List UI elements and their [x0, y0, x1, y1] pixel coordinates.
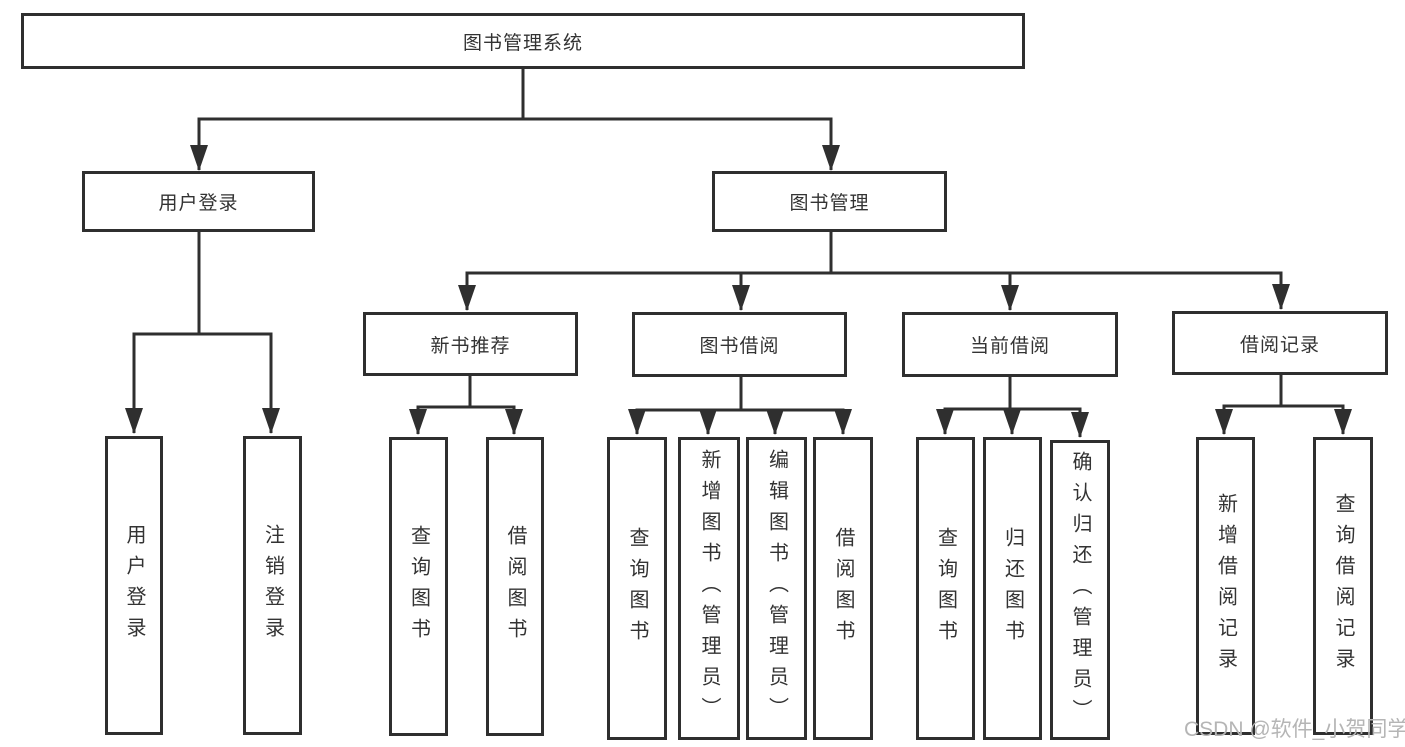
node-book-management: 图书管理 — [712, 171, 947, 232]
leaf-return-books: 归还图书 — [983, 437, 1042, 740]
node-label: 新书推荐 — [430, 335, 511, 357]
node-label: 图书管理 — [789, 193, 870, 214]
leaf-label: 编辑图书（管理员） — [765, 449, 788, 728]
leaf-query-borrow-record: 查询借阅记录 — [1313, 437, 1373, 735]
csdn-watermark: CSDN @软件_小贺同学 — [1184, 718, 1405, 741]
node-label: 当前借阅 — [969, 336, 1050, 357]
leaf-label: 归还图书 — [1001, 526, 1024, 651]
node-current-borrowing: 当前借阅 — [902, 312, 1118, 377]
node-user-login: 用户登录 — [82, 171, 315, 232]
node-label: 图书借阅 — [699, 336, 780, 357]
leaf-confirm-return-admin: 确认归还（管理员） — [1050, 440, 1110, 740]
leaf-label: 新增借阅记录 — [1214, 493, 1237, 679]
leaf-user-login: 用户登录 — [105, 436, 163, 735]
leaf-label: 查询图书 — [626, 526, 648, 651]
leaf-label: 借阅图书 — [832, 526, 854, 651]
leaf-query-books-borrow: 查询图书 — [607, 437, 667, 740]
leaf-label: 借阅图书 — [504, 524, 526, 649]
leaf-logout: 注销登录 — [243, 436, 302, 735]
node-library-management-system: 图书管理系统 — [21, 13, 1025, 69]
leaf-add-books-admin: 新增图书（管理员） — [678, 437, 740, 740]
leaf-borrow-books: 借阅图书 — [813, 437, 873, 740]
node-new-book-recommendation: 新书推荐 — [363, 312, 578, 376]
leaf-label: 查询图书 — [407, 524, 430, 649]
leaf-borrow-books-recommend: 借阅图书 — [486, 437, 544, 736]
leaf-label: 注销登录 — [261, 523, 284, 648]
leaf-label: 查询借阅记录 — [1332, 493, 1354, 679]
leaf-query-books-recommend: 查询图书 — [389, 437, 448, 736]
node-label: 借阅记录 — [1239, 334, 1320, 356]
leaf-label: 确认归还（管理员） — [1069, 450, 1091, 730]
leaf-add-borrow-record: 新增借阅记录 — [1196, 437, 1255, 735]
leaf-label: 用户登录 — [123, 523, 145, 648]
node-label: 用户登录 — [158, 193, 239, 214]
node-book-borrowing: 图书借阅 — [632, 312, 847, 377]
leaf-label: 新增图书（管理员） — [698, 449, 720, 728]
leaf-edit-books-admin: 编辑图书（管理员） — [746, 437, 807, 740]
node-label: 图书管理系统 — [462, 32, 583, 54]
leaf-label: 查询图书 — [934, 526, 957, 651]
leaf-query-books-current: 查询图书 — [916, 437, 975, 740]
node-borrowing-records: 借阅记录 — [1172, 311, 1388, 375]
